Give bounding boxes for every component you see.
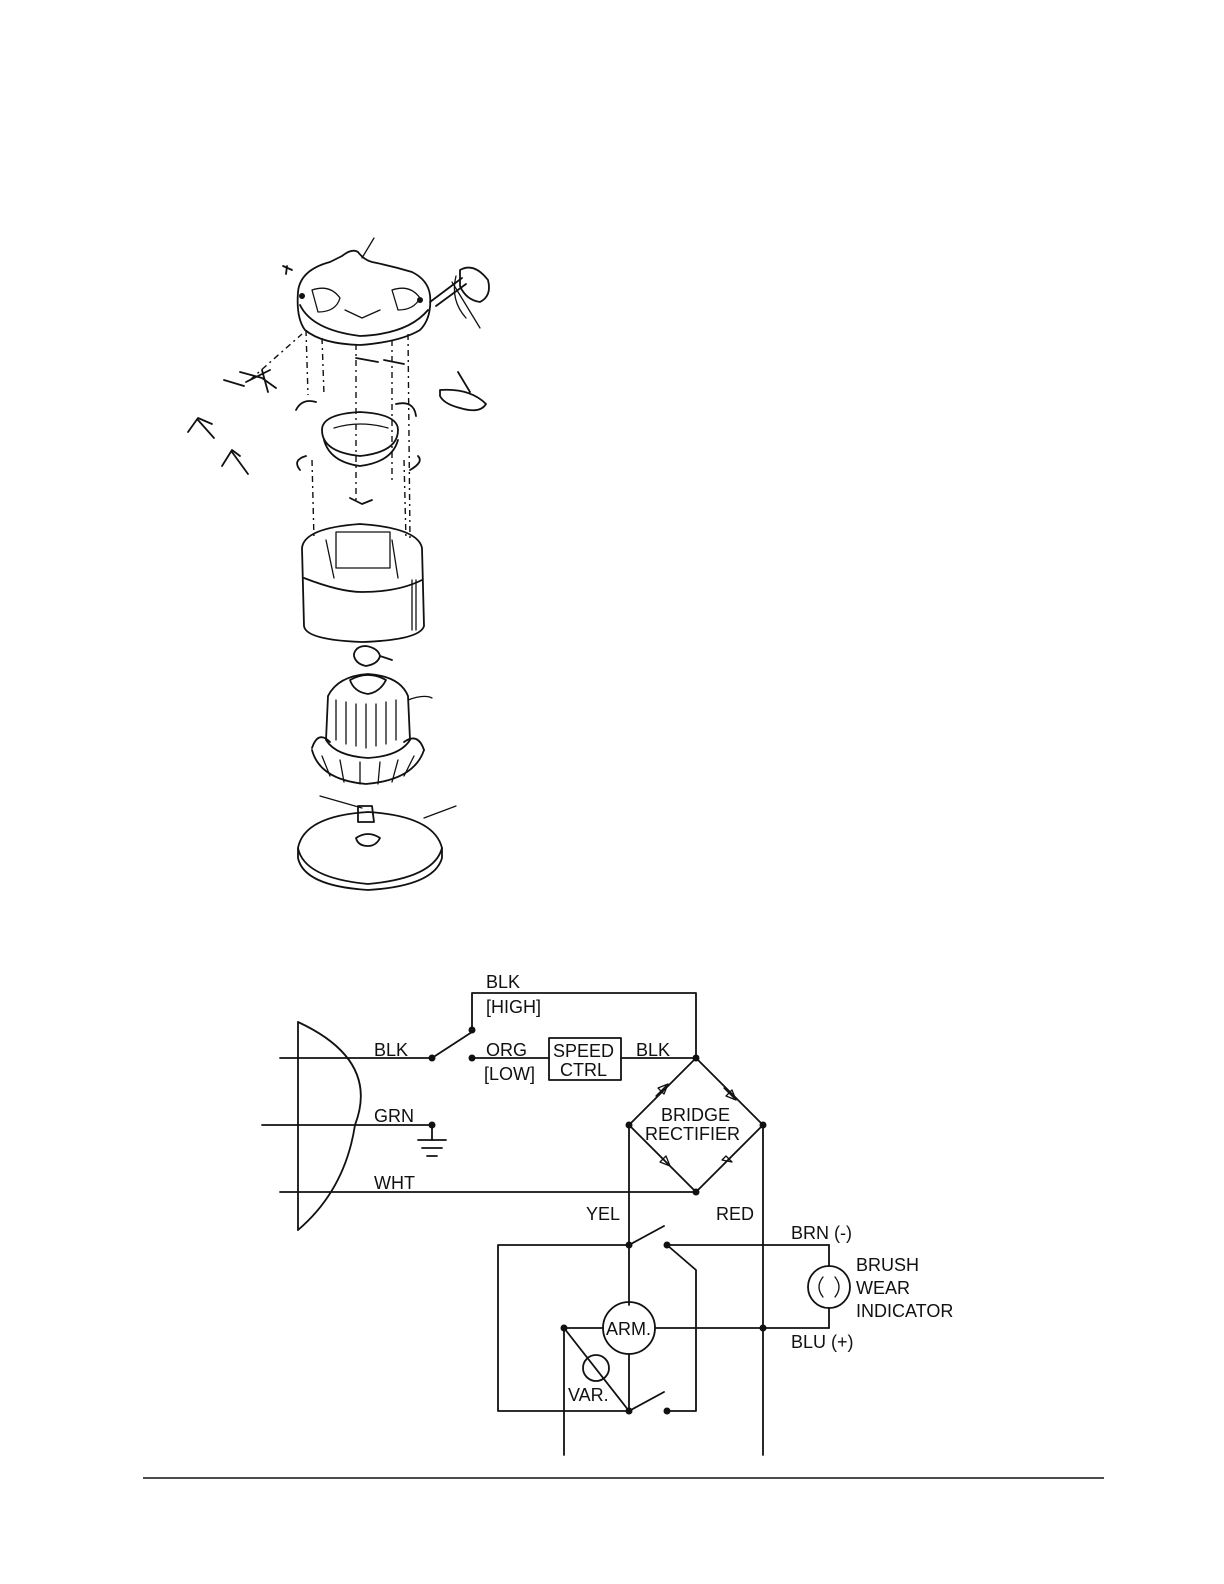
label-blk-out: BLK [636, 1040, 670, 1060]
brush-ring [322, 412, 398, 466]
power-plug [298, 1022, 361, 1230]
label-blu: BLU (+) [791, 1332, 854, 1352]
label-arm: ARM. [606, 1319, 651, 1339]
label-high: [HIGH] [486, 997, 541, 1017]
wire-harness [430, 268, 489, 328]
brush-wear-indicator-symbol [808, 1266, 850, 1308]
label-wear: WEAR [856, 1278, 910, 1298]
label-yel: YEL [586, 1204, 620, 1224]
label-indicator: INDICATOR [856, 1301, 953, 1321]
label-brush: BRUSH [856, 1255, 919, 1275]
label-blk-top: BLK [486, 972, 520, 992]
field-housing [302, 524, 424, 642]
ground-symbol [418, 1140, 446, 1156]
exploded-motor-illustration [188, 238, 489, 890]
label-blk-in: BLK [374, 1040, 408, 1060]
label-bridge: BRIDGE [661, 1105, 730, 1125]
label-wht: WHT [374, 1173, 415, 1193]
label-rectifier: RECTIFIER [645, 1124, 740, 1144]
label-brn: BRN (-) [791, 1223, 852, 1243]
label-speed: SPEED [553, 1041, 614, 1061]
label-var: VAR. [568, 1385, 609, 1405]
label-low: [LOW] [484, 1064, 535, 1084]
motor-end-cap [298, 238, 431, 345]
armature-fan [312, 674, 432, 784]
base-plate [298, 806, 456, 890]
label-grn: GRN [374, 1106, 414, 1126]
label-red: RED [716, 1204, 754, 1224]
label-ctrl: CTRL [560, 1060, 607, 1080]
label-org: ORG [486, 1040, 527, 1060]
wiring-schematic: BLK [HIGH] BLK ORG [LOW] SPEED CTRL BLK … [262, 972, 953, 1455]
